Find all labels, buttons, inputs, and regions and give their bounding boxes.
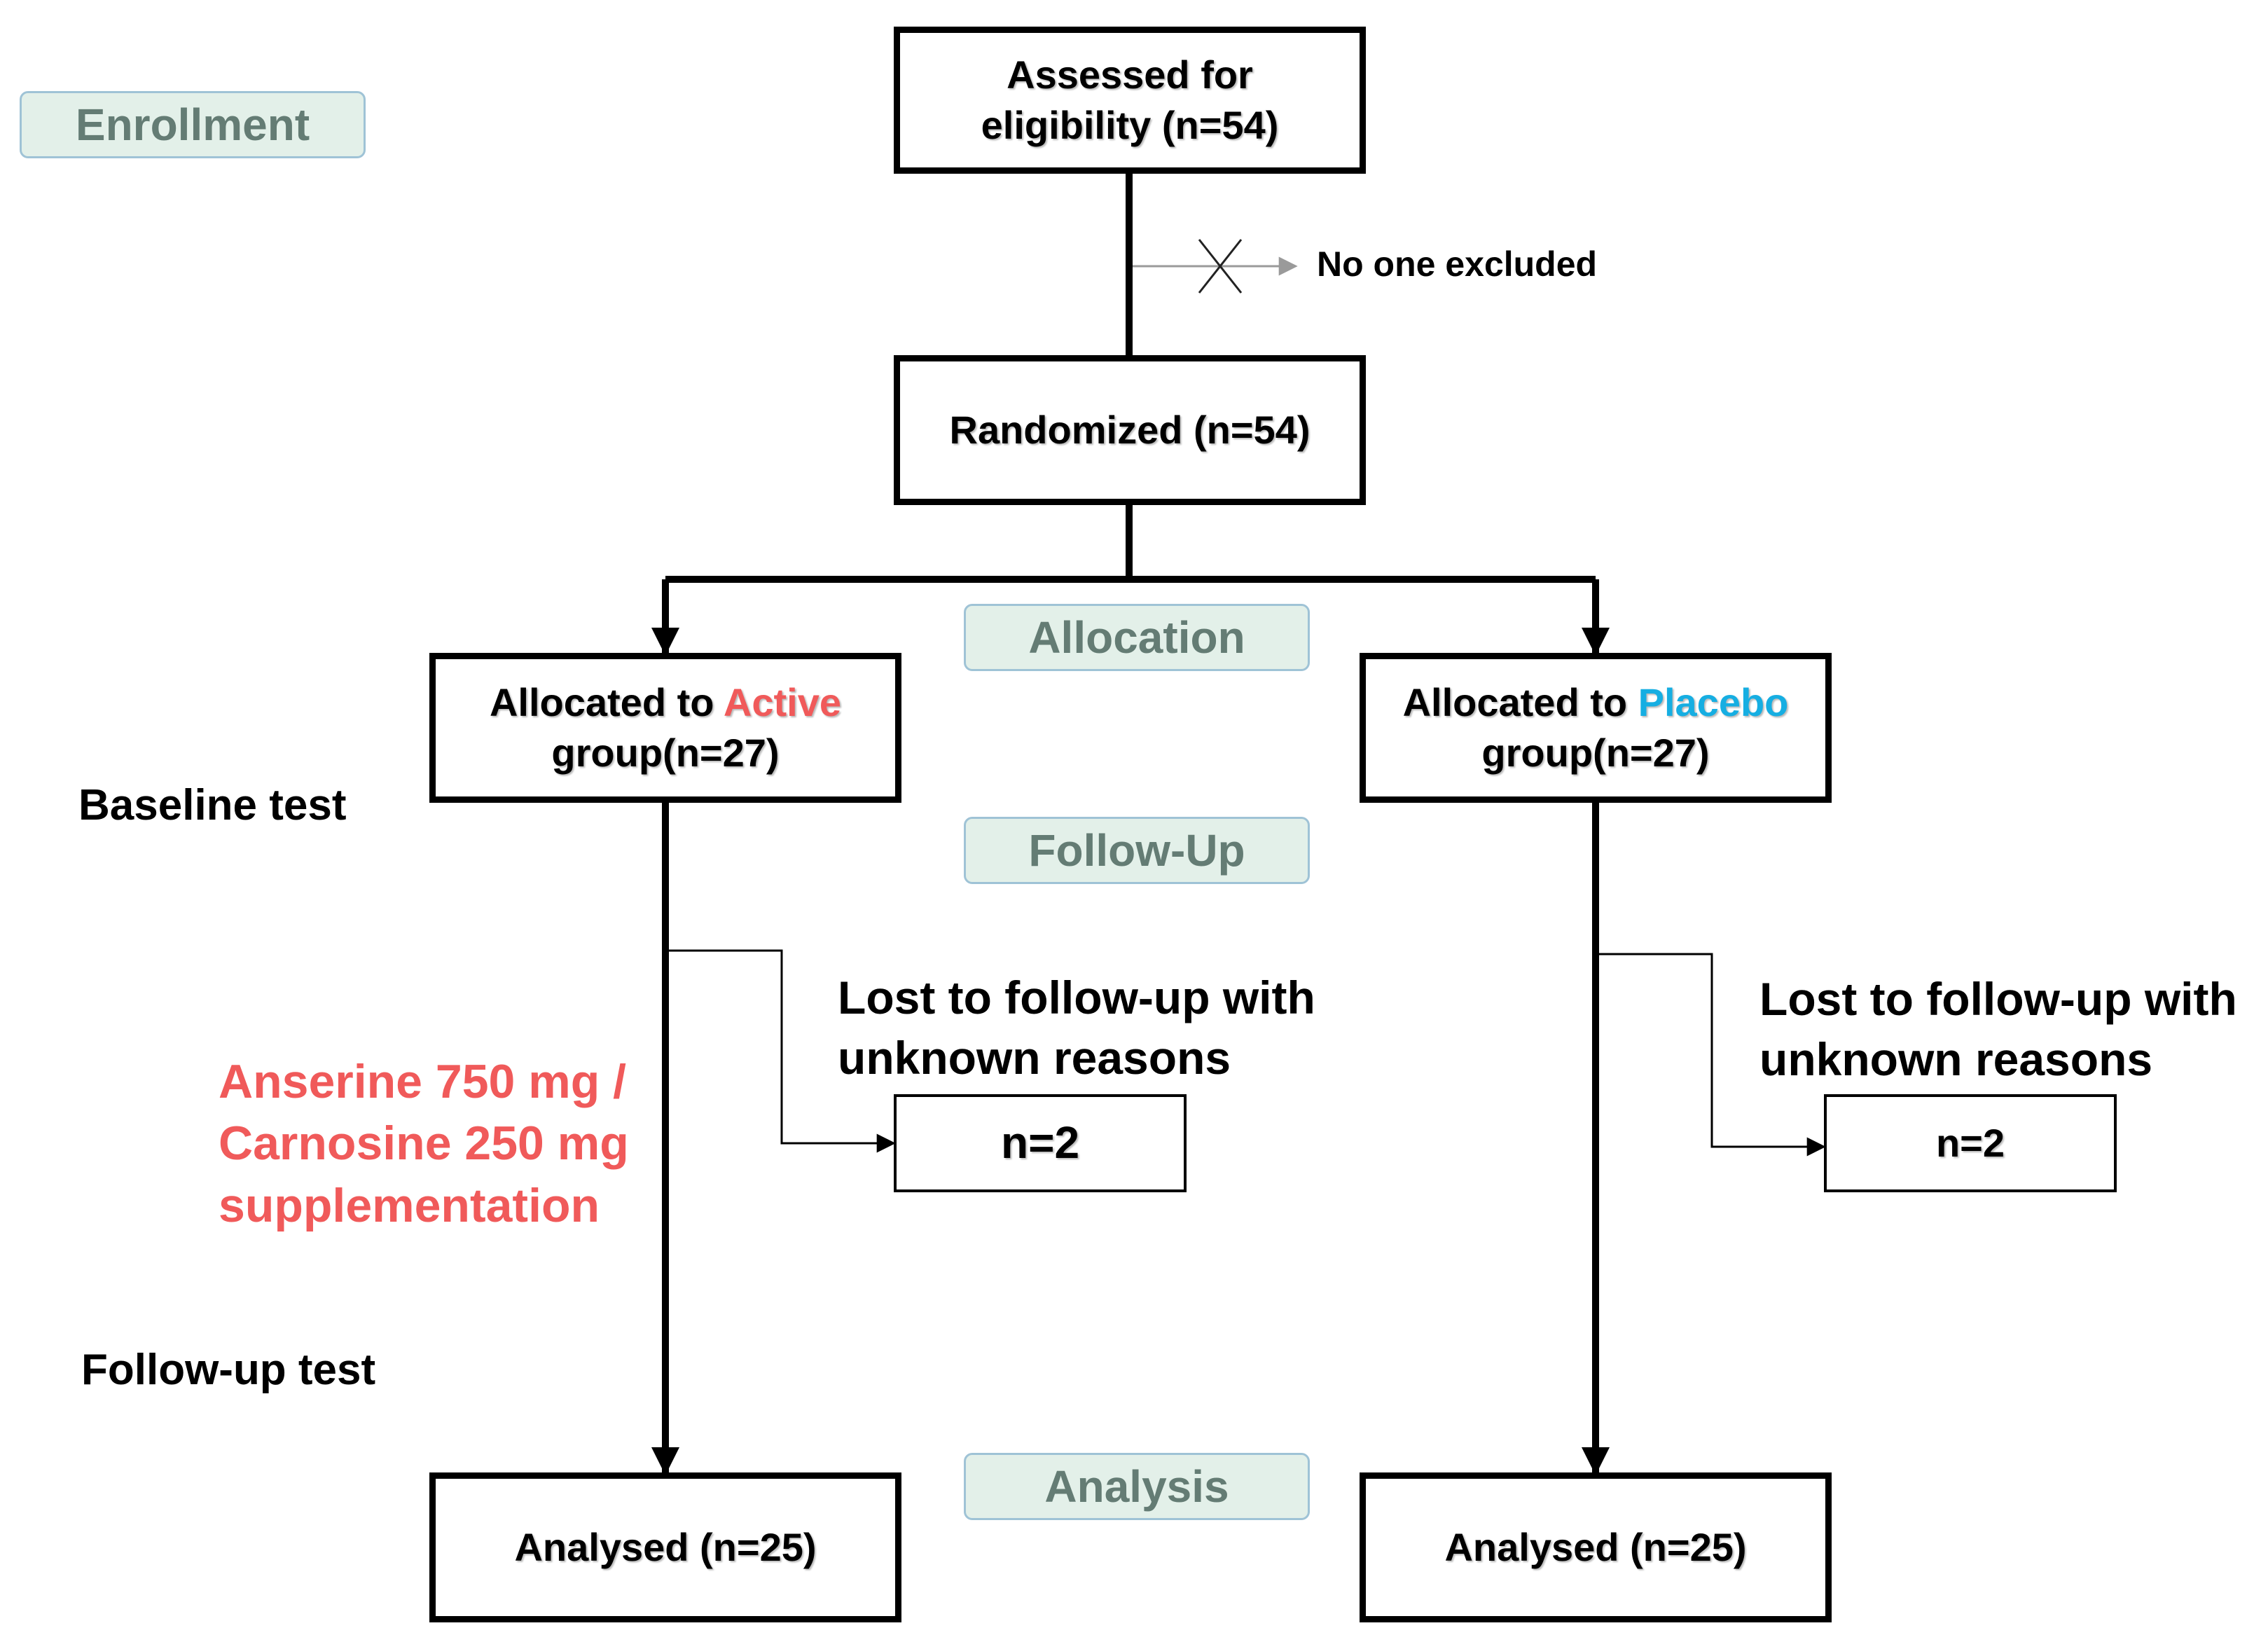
assessed-box: Assessed for eligibility (n=54) [894,27,1366,174]
active-group-box: Allocated to Active group(n=27) [429,653,901,803]
supplementation-label: Anserine 750 mg / Carnosine 250 mg suppl… [219,1051,629,1236]
active-group-count: group(n=27) [551,731,780,775]
placebo-group-name: Placebo [1638,680,1789,725]
supplementation-line-3: supplementation [219,1178,600,1232]
stage-allocation: Allocation [964,604,1310,671]
supplementation-line-2: Carnosine 250 mg [219,1117,629,1171]
analysed-active-box: Analysed (n=25) [429,1472,901,1622]
active-group-name: Active [723,680,842,725]
active-prefix: Allocated to [489,680,724,725]
active-lost-count-box: n=2 [894,1094,1187,1192]
exclusion-cross-line [1198,239,1243,294]
placebo-prefix: Allocated to [1402,680,1638,725]
connector-placebo-lost [1599,953,1826,1157]
active-lost-reason-line-1: Lost to follow-up with [838,972,1315,1023]
active-lost-reason: Lost to follow-up with unknown reasons [838,968,1315,1089]
analysed-placebo-box: Analysed (n=25) [1360,1472,1832,1622]
follow-up-test-label: Follow-up test [81,1346,376,1394]
stage-analysis: Analysis [964,1453,1310,1520]
supplementation-line-1: Anserine 750 mg / [219,1055,627,1108]
placebo-group-count: group(n=27) [1481,731,1710,775]
excluded-label: No one excluded [1317,244,1598,284]
assessed-line-2: eligibility (n=54) [981,103,1279,147]
placebo-lost-reason-line-1: Lost to follow-up with [1759,973,2237,1025]
baseline-test-label: Baseline test [78,781,347,829]
connector-active-lost [669,949,896,1153]
connector-randomization-split [662,503,1596,653]
randomized-box: Randomized (n=54) [894,355,1366,505]
stage-enrollment: Enrollment [20,91,366,158]
placebo-group-box: Allocated to Placebo group(n=27) [1360,653,1832,803]
active-lost-reason-line-2: unknown reasons [838,1031,1231,1084]
placebo-lost-reason-line-2: unknown reasons [1759,1033,2153,1085]
assessed-line-1: Assessed for [1007,53,1253,97]
placebo-lost-reason: Lost to follow-up with unknown reasons [1759,970,2237,1090]
stage-follow-up: Follow-Up [964,817,1310,884]
placebo-lost-count-box: n=2 [1824,1094,2117,1192]
